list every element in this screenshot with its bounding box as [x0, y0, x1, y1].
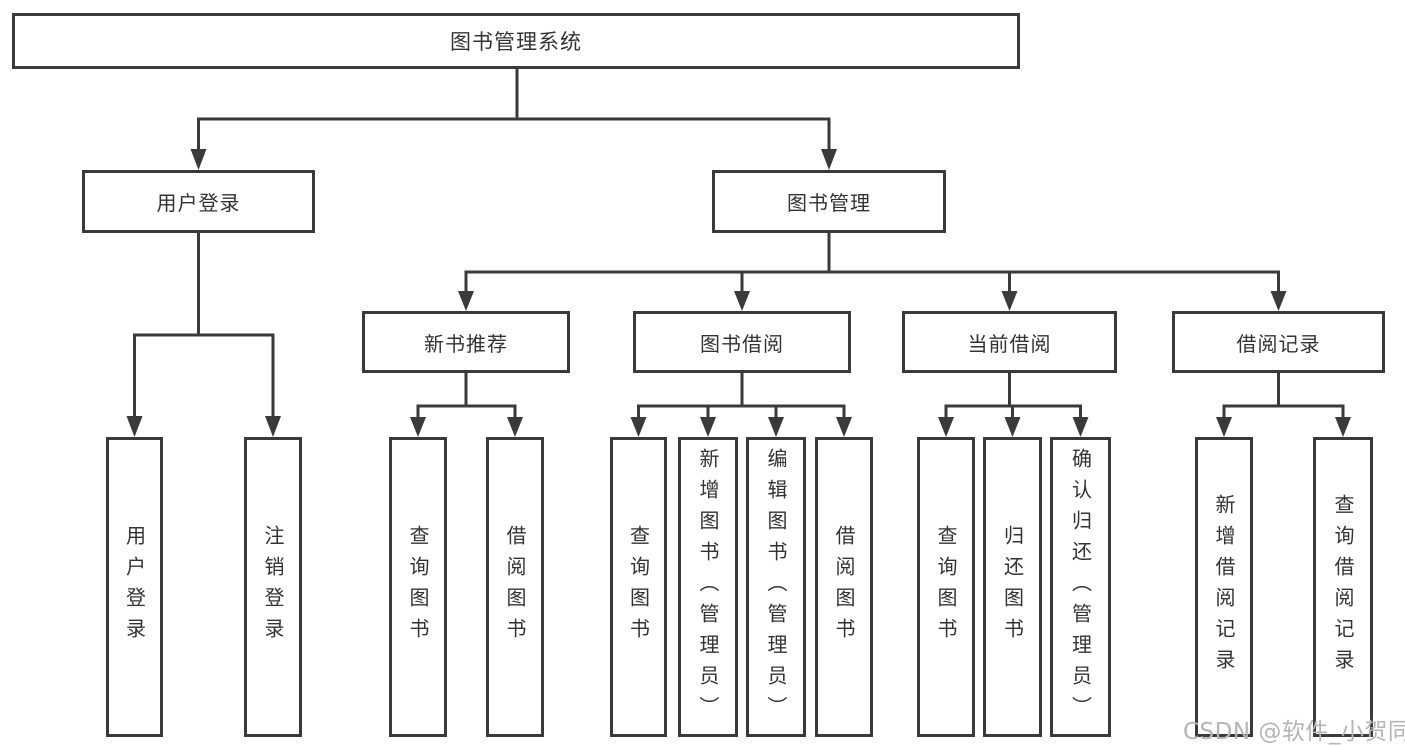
node-label: 当前借阅	[967, 331, 1052, 356]
leaf-label: 查询图书	[406, 525, 430, 649]
node-user-login: 用户登录	[82, 170, 315, 233]
leaf-user-login: 用户登录	[106, 437, 163, 737]
node-label: 用户登录	[156, 191, 241, 215]
connector-bookmgmt-to-level3	[458, 233, 1287, 311]
leaf-label: 新增借阅记录	[1212, 494, 1236, 680]
connector-records-to-leaves	[1216, 373, 1351, 437]
node-label: 图书借阅	[700, 331, 784, 356]
leaf-label: 编辑图书（管理员）	[764, 447, 788, 727]
connector-newbooks-to-leaves	[410, 373, 523, 437]
node-label: 新书推荐	[424, 331, 508, 356]
node-current-borrow: 当前借阅	[902, 311, 1117, 373]
leaf-label: 借阅图书	[832, 525, 856, 649]
node-new-book-recommend: 新书推荐	[362, 311, 570, 373]
node-book-borrow: 图书借阅	[633, 311, 851, 373]
leaf-label: 确认归还（管理员）	[1068, 447, 1093, 727]
leaf-add-borrow-record: 新增借阅记录	[1195, 437, 1253, 737]
leaf-edit-books-admin: 编辑图书（管理员）	[746, 437, 806, 737]
leaf-label: 借阅图书	[503, 525, 527, 649]
leaf-query-books: 查询图书	[610, 437, 667, 737]
leaf-borrow-books: 借阅图书	[815, 437, 873, 737]
leaf-confirm-return-admin: 确认归还（管理员）	[1050, 437, 1111, 737]
leaf-label: 新增图书（管理员）	[696, 447, 720, 727]
node-label: 图书管理系统	[450, 30, 582, 54]
leaf-return-books: 归还图书	[983, 437, 1042, 737]
node-label: 借阅记录	[1236, 331, 1321, 356]
connector-userlogin-to-leaves	[126, 233, 281, 437]
leaf-label: 查询图书	[934, 525, 958, 649]
connector-borrow-to-leaves	[630, 373, 852, 437]
csdn-watermark: CSDN @软件_小贺同学	[1183, 719, 1405, 745]
leaf-label: 归还图书	[1000, 525, 1025, 649]
leaf-label: 查询借阅记录	[1331, 494, 1355, 680]
leaf-logout: 注销登录	[244, 437, 302, 737]
connector-root-to-level2	[190, 69, 837, 170]
leaf-query-books: 查询图书	[917, 437, 975, 737]
leaf-label: 查询图书	[626, 525, 651, 649]
leaf-label: 用户登录	[122, 525, 147, 649]
leaf-add-books-admin: 新增图书（管理员）	[678, 437, 738, 737]
leaf-query-books: 查询图书	[389, 437, 447, 737]
leaf-query-borrow-record: 查询借阅记录	[1313, 437, 1373, 737]
node-book-management: 图书管理	[712, 170, 946, 233]
node-library-management-system: 图书管理系统	[12, 13, 1020, 69]
connector-current-to-leaves	[938, 373, 1089, 437]
leaf-label: 注销登录	[261, 525, 285, 649]
node-label: 图书管理	[787, 191, 871, 215]
leaf-borrow-books: 借阅图书	[486, 437, 544, 737]
node-borrow-records: 借阅记录	[1172, 311, 1385, 373]
